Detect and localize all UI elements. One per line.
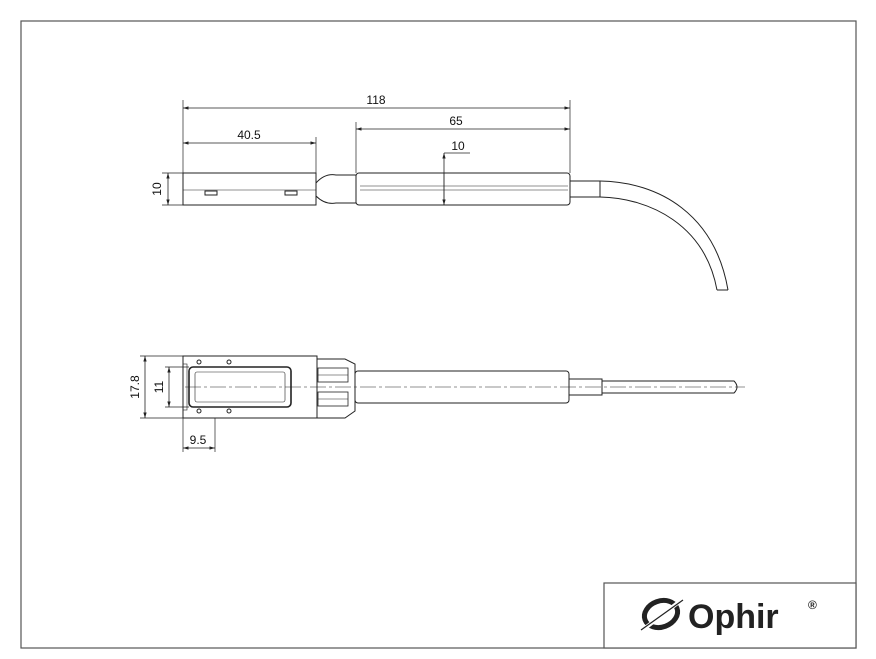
dim-label-aperture: 11 [152,380,166,393]
logo-block: Ophir ® [603,582,857,649]
logo-registered-mark: ® [808,598,817,612]
top-view [140,355,745,452]
side-cable-inner [599,196,718,291]
drawing-frame [20,20,857,649]
ophir-logo-icon [638,596,686,634]
dim-label-offset: 9.5 [190,433,207,447]
dim-label-head: 40.5 [237,128,261,142]
side-strain-relief [569,180,601,198]
dim-label-diameter: 10 [451,139,465,153]
dim-label-handle: 65 [449,114,463,128]
logo-brand-text: Ophir [688,598,779,636]
side-head-tab-left [204,190,218,196]
side-head [182,172,317,206]
side-head-tab-right [284,190,298,196]
dim-label-overall: 118 [366,93,385,107]
side-cable-outer [599,180,729,291]
top-neck [316,358,356,419]
side-handle [355,172,571,206]
side-view [162,100,729,291]
side-neck [315,174,357,204]
dim-label-thickness: 10 [150,182,164,196]
dim-label-width: 17.8 [128,375,142,399]
